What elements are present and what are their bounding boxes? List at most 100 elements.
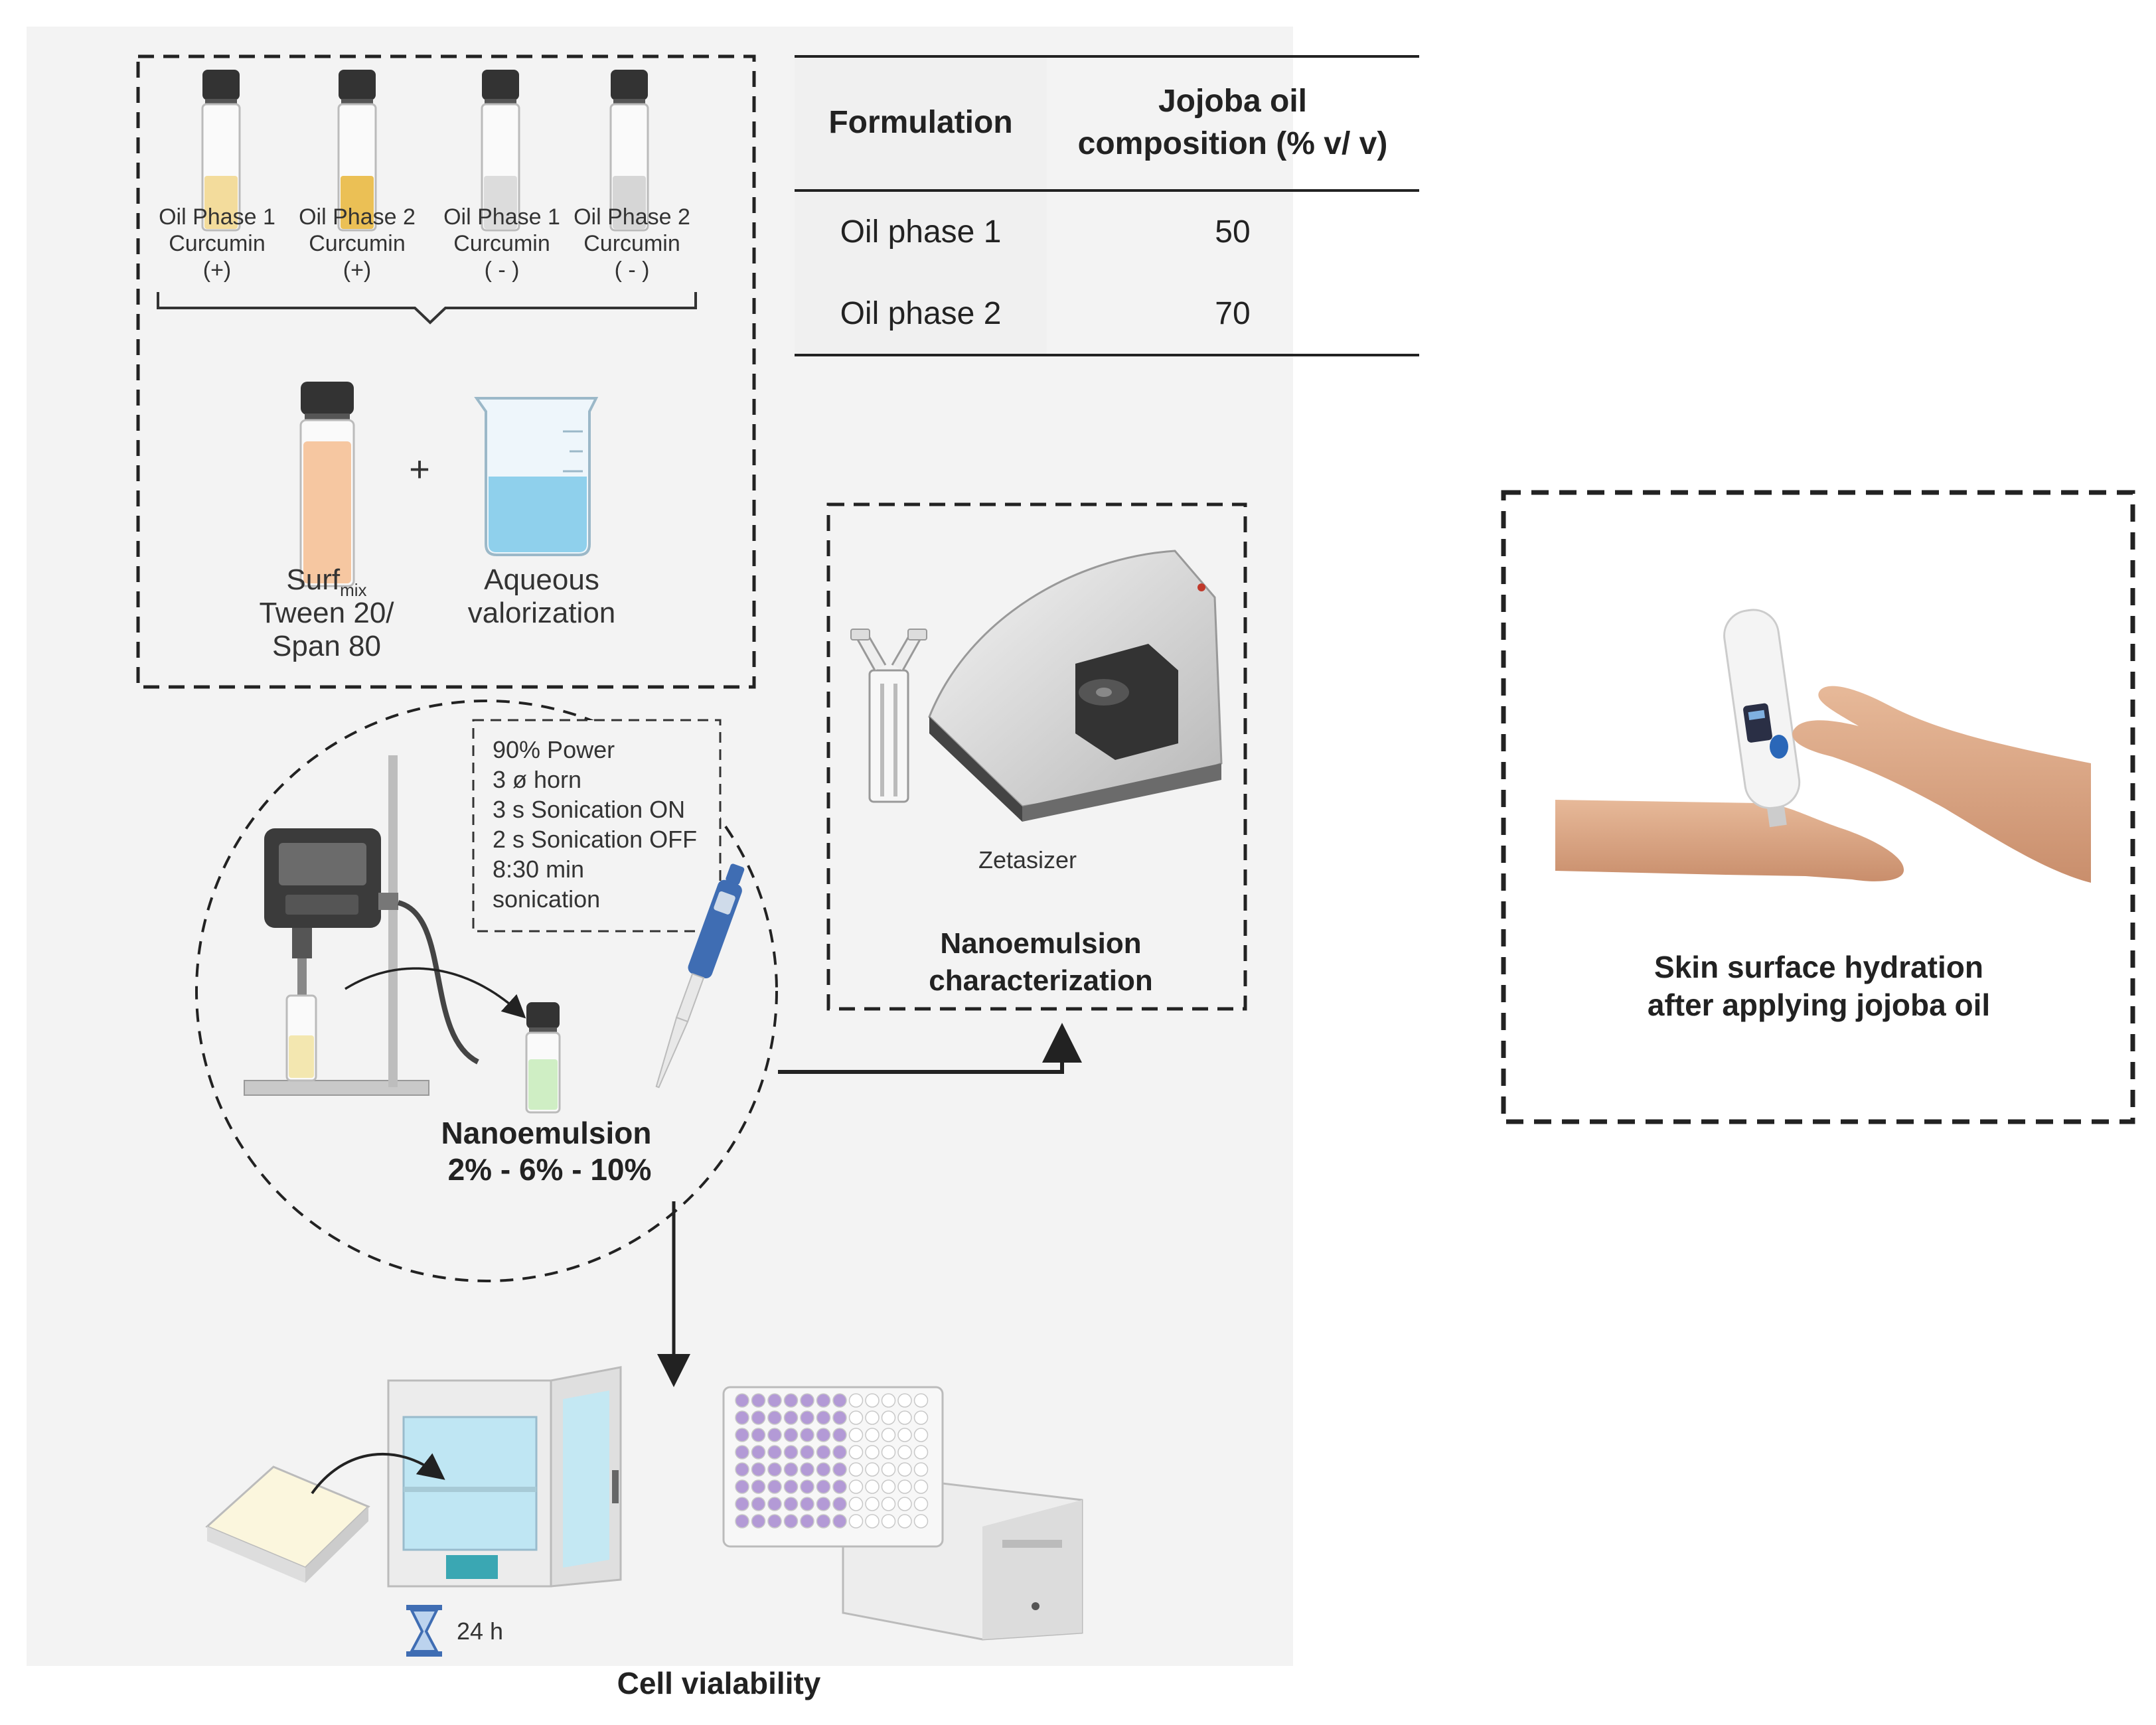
microplate-well (735, 1462, 749, 1477)
microplate-well (897, 1462, 912, 1477)
microplate-well (800, 1445, 814, 1460)
hydration-box (1501, 490, 2135, 1124)
microplate-well (751, 1445, 766, 1460)
incubation-arrow (311, 1452, 445, 1495)
microplate-well (832, 1479, 847, 1494)
oil-vial-group (201, 70, 649, 232)
microplate-well (767, 1393, 782, 1408)
microplate-well (913, 1497, 929, 1511)
microplate-well (832, 1445, 847, 1460)
microplate-well (816, 1497, 831, 1511)
microplate-well (751, 1393, 766, 1408)
sonicator-icon (244, 755, 479, 1096)
oil-vial-1-sign: (+) (203, 258, 232, 283)
oil-vial-2-sign: (+) (343, 258, 372, 283)
microplate-well (783, 1428, 799, 1442)
transfer-arrow (345, 967, 526, 1019)
microplate-well (832, 1428, 847, 1442)
microplate-well (751, 1479, 766, 1494)
oil-vial-3-icon (481, 70, 520, 232)
microplate-well (913, 1410, 929, 1425)
microplate-well (832, 1462, 847, 1477)
cuvette-icon (850, 629, 927, 803)
plus-sign: + (409, 449, 430, 489)
microplate-well (783, 1479, 799, 1494)
microplate-well (735, 1479, 749, 1494)
microplate-well (848, 1445, 864, 1460)
microplate-well (897, 1445, 912, 1460)
microplate-well (767, 1410, 782, 1425)
oil-vial-1-icon (201, 70, 241, 232)
microplate-well (816, 1393, 831, 1408)
grouping-brace (157, 292, 697, 325)
composition-table: Formulation Jojoba oil composition (% v/… (795, 55, 1419, 356)
sonication-parameter-box (472, 719, 722, 933)
microplate-well (881, 1410, 896, 1425)
oil-vial-3-compound: Curcumin (453, 231, 550, 256)
zetasizer-device-icon (928, 550, 1223, 822)
zetasizer-label: Zetasizer (978, 846, 1077, 873)
aqueous-line2: valorization (468, 597, 616, 629)
oil-vial-4-name: Oil Phase 2 (574, 204, 690, 230)
microplate-well (800, 1462, 814, 1477)
surfmix-label: Surfmix (286, 563, 366, 600)
table-row-2-formulation: Oil phase 2 (840, 296, 1002, 331)
microplate-well (767, 1497, 782, 1511)
surfmix-prefix: Surf (286, 563, 340, 596)
microplate-well (816, 1410, 831, 1425)
microplate-well (816, 1428, 831, 1442)
param-sonication: sonication (493, 885, 600, 913)
microplate-well (881, 1393, 896, 1408)
microplate-well (800, 1410, 814, 1425)
param-power: 90% Power (493, 736, 615, 763)
microplate-well (848, 1410, 864, 1425)
oil-vial-1-name: Oil Phase 1 (159, 204, 275, 230)
table-row-1-value: 50 (1215, 214, 1250, 250)
microplate-well (751, 1428, 766, 1442)
microplate-well (848, 1462, 864, 1477)
microplate-well (865, 1428, 880, 1442)
oil-vial-1-compound: Curcumin (169, 231, 265, 256)
hydration-title-line1: Skin surface hydration (1654, 950, 1983, 984)
preparation-box (136, 54, 756, 689)
microplate-well (913, 1445, 929, 1460)
microplate-well (897, 1497, 912, 1511)
surfmix-line3: Span 80 (272, 630, 381, 662)
microplate-well (913, 1479, 929, 1494)
oil-vial-2-compound: Curcumin (309, 231, 405, 256)
oil-vial-4-liquid (613, 176, 646, 229)
microplate-well (881, 1479, 896, 1494)
oil-vial-2-name: Oil Phase 2 (299, 204, 416, 230)
oil-vial-4-icon (609, 70, 649, 232)
characterization-box (826, 502, 1247, 1011)
oil-vial-1-liquid (204, 176, 238, 229)
microplate-well (865, 1514, 880, 1529)
microplate-well (751, 1462, 766, 1477)
surfmix-line2: Tween 20/ (259, 597, 394, 629)
hydration-photo (1555, 609, 2091, 883)
microplate-wells (735, 1393, 929, 1529)
microplate-well (848, 1479, 864, 1494)
characterization-title-line2: characterization (929, 964, 1152, 997)
microplate-well (767, 1428, 782, 1442)
microplate-well (735, 1393, 749, 1408)
microplate-well (881, 1514, 896, 1529)
microplate-well (848, 1514, 864, 1529)
microplate-well (865, 1497, 880, 1511)
microplate-well (800, 1479, 814, 1494)
cell-viability-title: Cell vialability (617, 1666, 821, 1700)
characterization-arrow (778, 1023, 1082, 1074)
sonication-circle (195, 700, 778, 1282)
microplate-well (783, 1393, 799, 1408)
microplate-well (816, 1462, 831, 1477)
hydration-title-line2: after applying jojoba oil (1648, 988, 1990, 1022)
microplate-well (848, 1497, 864, 1511)
microplate-well (832, 1514, 847, 1529)
microplate-well (897, 1428, 912, 1442)
microplate-well (897, 1410, 912, 1425)
nanoemulsion-title: Nanoemulsion (441, 1116, 652, 1150)
microplate-well (800, 1393, 814, 1408)
beaker-icon (474, 397, 599, 556)
microplate-well (881, 1428, 896, 1442)
hourglass-icon (406, 1605, 442, 1657)
